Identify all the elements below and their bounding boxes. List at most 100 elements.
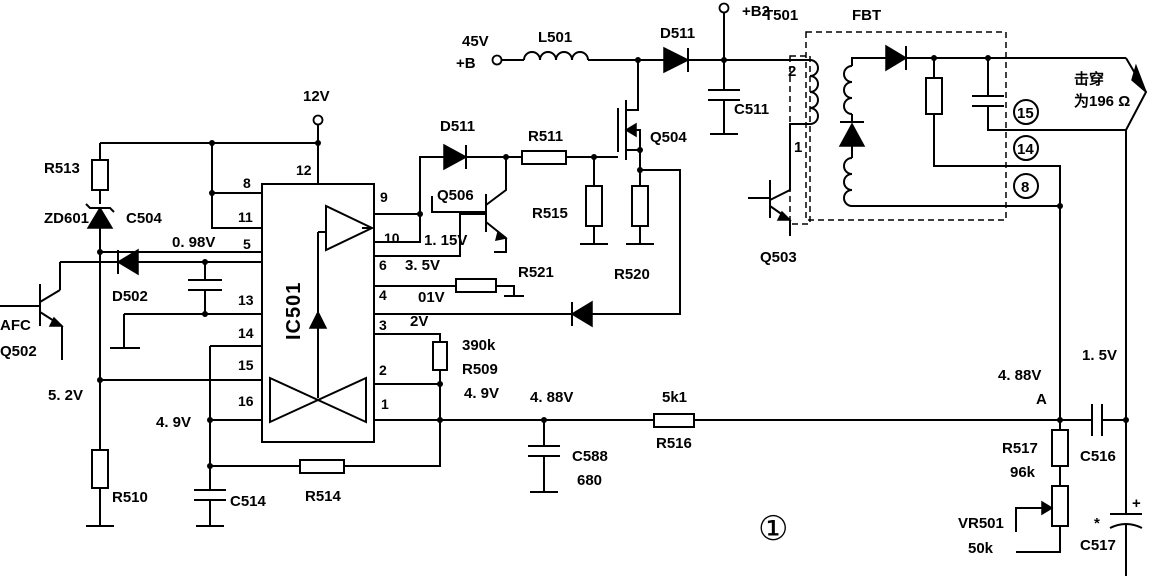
label-r520: R520 [614, 266, 650, 283]
label-fbt: FBT [852, 7, 881, 24]
left-section: 12V R513 ZD601 C504 0. 98V D502 [0, 88, 441, 527]
figure-number: ① [758, 510, 788, 548]
label-c517-star: * [1094, 515, 1100, 532]
fbt-secondary-coil-bottom [843, 157, 853, 207]
ic-pin-10: 10 [384, 230, 400, 246]
pin-circle-8 [1013, 173, 1039, 199]
label-r509: R509 [462, 361, 498, 378]
label-r510: R510 [112, 489, 148, 506]
label-1-15v: 1. 15V [424, 232, 467, 249]
label-r517-val: 96k [1010, 464, 1036, 481]
fbt-output-diode [885, 44, 908, 72]
ic501-arrow [308, 310, 328, 329]
fbt-primary-coil [809, 59, 819, 125]
ic-pin-13: 13 [238, 292, 254, 308]
label-pin15: 15 [1017, 105, 1034, 122]
fbt-secondary-coil-top [843, 65, 853, 115]
d502-diode [116, 248, 139, 276]
label-afc: AFC [0, 317, 31, 334]
power-section: 45V +B L501 D511 +B2 C511 Q504 [456, 2, 792, 283]
right-section: 4. 88V A 1. 5V C516 R517 96k VR501 50k +… [958, 206, 1143, 576]
label-c514: C514 [230, 493, 267, 510]
ic-pin-16: 16 [238, 393, 254, 409]
label-c588: C588 [572, 448, 608, 465]
label-q502: Q502 [0, 343, 37, 360]
pin-circle-15 [1013, 99, 1039, 125]
r509-resistor [432, 341, 448, 371]
ic-pin-15: 15 [238, 357, 254, 373]
label-r516: R516 [656, 435, 692, 452]
ic-pin-2: 2 [379, 362, 387, 378]
label-390k: 390k [462, 337, 496, 354]
label-1-5v: 1. 5V [1082, 347, 1117, 364]
label-01v: 01V [418, 289, 445, 306]
label-12v: 12V [303, 88, 330, 105]
r515-resistor [585, 185, 603, 227]
ic-pin-6: 6 [379, 257, 387, 273]
label-c517: C517 [1080, 537, 1116, 554]
r514-resistor [299, 459, 345, 474]
label-r514: R514 [305, 488, 342, 505]
fbt-section: T501 FBT 2 1 15 14 [748, 7, 1148, 420]
label-5k1: 5k1 [662, 389, 687, 406]
fbt-hv-diode [838, 122, 866, 147]
terminal-b-plus [491, 54, 503, 66]
ic-pin-9: 9 [380, 189, 388, 205]
ic-pin-8: 8 [243, 175, 251, 191]
d511-diode-top [663, 46, 690, 74]
terminal-12v [312, 114, 324, 126]
ic501-label: IC501 [283, 282, 305, 340]
label-t501: T501 [764, 7, 798, 24]
label-q506: Q506 [437, 187, 474, 204]
label-0-98v: 0. 98V [172, 234, 215, 251]
label-b-plus: +B [456, 55, 476, 72]
ic-pin-4: 4 [379, 287, 387, 303]
label-b2: +B2 [742, 3, 770, 20]
label-5-2v: 5. 2V [48, 387, 83, 404]
label-zd601: ZD601 [44, 210, 89, 227]
label-4-9v-right: 4. 9V [464, 385, 499, 402]
label-pin8: 8 [1021, 179, 1029, 196]
r521-resistor [455, 278, 497, 293]
label-pin14: 14 [1017, 141, 1034, 158]
label-d502: D502 [112, 288, 148, 305]
label-tr-1: 1 [794, 139, 802, 156]
ic-pin-1: 1 [381, 396, 389, 412]
vr501-potentiometer [1051, 485, 1069, 527]
label-vr501: VR501 [958, 515, 1004, 532]
label-r511: R511 [528, 128, 563, 145]
label-d511-top: D511 [660, 25, 695, 42]
label-breakdown-2: 为196 Ω [1074, 92, 1130, 110]
zd601-zener [86, 206, 114, 229]
label-r517: R517 [1002, 440, 1038, 457]
fbt-outline [805, 31, 1007, 221]
r520-resistor [631, 185, 649, 227]
label-c511: C511 [734, 101, 769, 118]
ic501: IC501 8 11 5 13 14 15 16 12 9 10 6 4 3 2… [238, 162, 400, 443]
label-c517-plus: + [1132, 495, 1141, 512]
r510-resistor [91, 449, 109, 489]
label-r515: R515 [532, 205, 568, 222]
ic-pin-3: 3 [379, 317, 387, 333]
ic501-comparator [325, 204, 375, 252]
label-tr-2: 2 [788, 63, 796, 80]
l501-inductor [523, 51, 589, 61]
label-vr501-val: 50k [968, 540, 994, 557]
label-node-a: A [1036, 391, 1047, 408]
terminal-b2 [718, 2, 730, 14]
label-2v: 2V [410, 313, 428, 330]
ic-pin-14: 14 [238, 325, 254, 341]
feedback-diode [570, 300, 593, 328]
d511-diode-mid [443, 143, 468, 171]
r517-resistor [1051, 429, 1069, 467]
ic501-bowtie [269, 376, 367, 424]
label-q503: Q503 [760, 249, 797, 266]
ic-pin-5: 5 [243, 236, 251, 252]
pin-circle-14 [1013, 135, 1039, 161]
label-c588-val: 680 [577, 472, 602, 489]
label-c504: C504 [126, 210, 163, 227]
ic-pin-11: 11 [238, 209, 253, 225]
ic-right-section: 1. 15V D511 R511 Q506 R515 3. 5V R5 [374, 118, 1060, 493]
label-3-5v: 3. 5V [405, 257, 440, 274]
